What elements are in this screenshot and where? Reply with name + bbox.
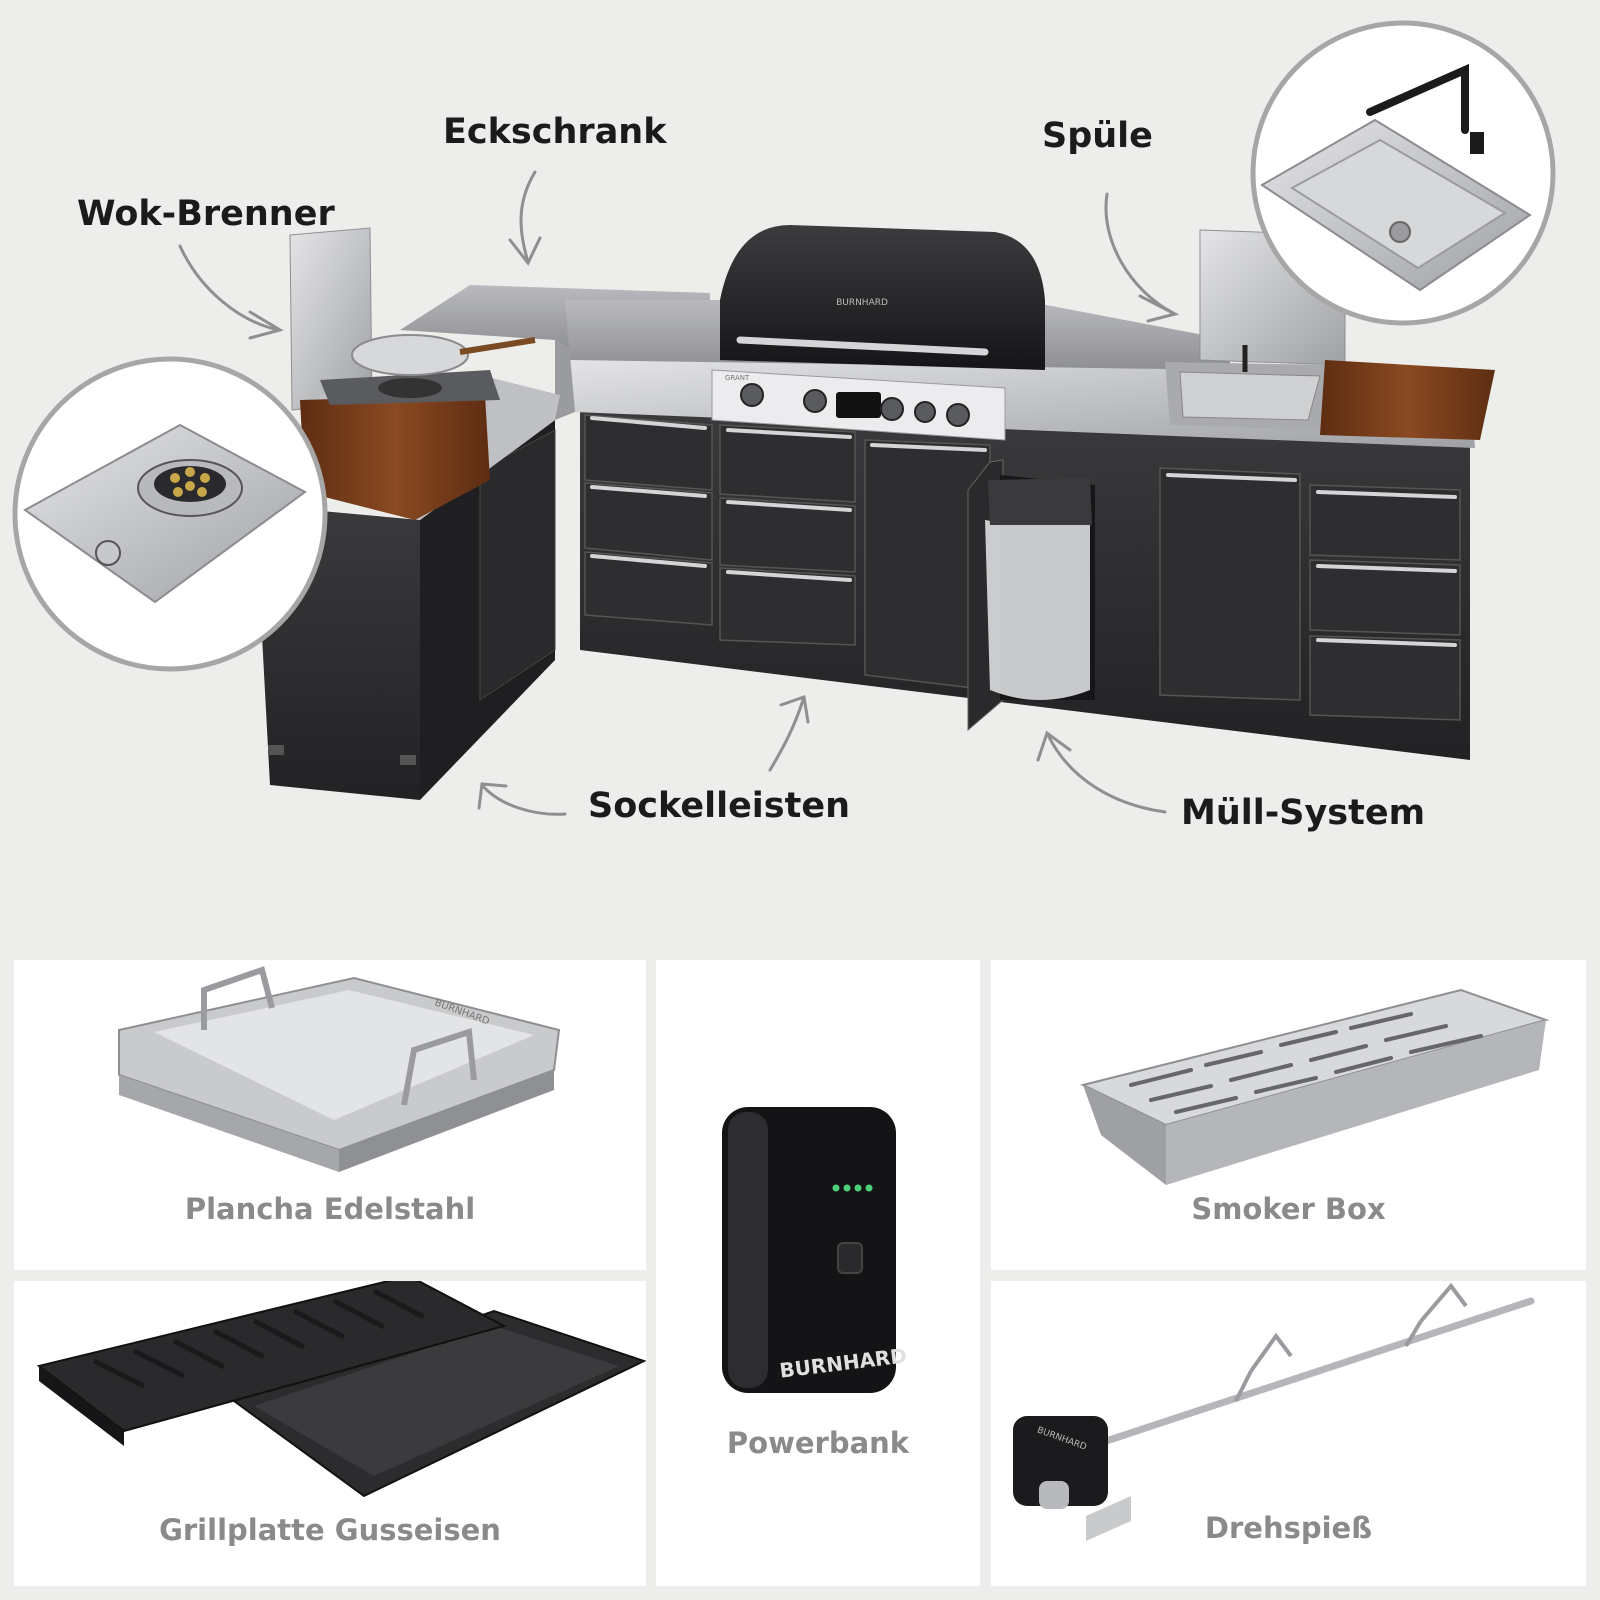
- callout-sockelleisten: Sockelleisten: [588, 786, 851, 826]
- grill-lid: [720, 225, 1045, 370]
- power-button-icon: [837, 1242, 863, 1274]
- main-cabinets: [580, 410, 1470, 760]
- sink-module: [1165, 229, 1495, 440]
- wok-burner-top: [289, 227, 560, 520]
- accessory-drehspiess: BURNHARD Drehspieß: [991, 1281, 1586, 1586]
- label-powerbank: Powerbank: [726, 1426, 910, 1460]
- arrow-spuele: [1104, 192, 1175, 315]
- label-smoker-box: Smoker Box: [1191, 1192, 1386, 1226]
- grill-logo: BURNHARD: [836, 298, 888, 308]
- wok-burner-detail-inset: [12, 356, 328, 672]
- arrow-muell: [1046, 733, 1167, 814]
- grill-handle: [736, 336, 989, 356]
- accessory-grillplatte: Grillplatte Gusseisen: [14, 1281, 646, 1586]
- arrow-wok: [178, 244, 281, 332]
- smoker-box-image: [1080, 988, 1550, 1185]
- accessory-powerbank: BURNHARD Powerbank: [656, 960, 980, 1586]
- outdoor-kitchen-illustration: BURNHARD GRANT: [12, 20, 1556, 816]
- callout-arrows: [178, 170, 1180, 816]
- accessory-plancha: BURNHARD Plancha Edelstahl: [14, 960, 646, 1270]
- callout-muell-system: Müll-System: [1181, 793, 1426, 833]
- callout-wok-brenner: Wok-Brenner: [77, 194, 335, 234]
- arrow-sockel-left: [480, 783, 567, 816]
- trash-bag: [985, 515, 1090, 700]
- plancha-image: BURNHARD: [118, 966, 561, 1172]
- label-plancha: Plancha Edelstahl: [184, 1192, 476, 1226]
- arrow-eckschrank: [519, 170, 537, 264]
- sink-detail-inset: [1250, 20, 1556, 326]
- led-indicator: [832, 1184, 873, 1192]
- powerbank-image: BURNHARD: [722, 1107, 908, 1393]
- arrow-sockel-up: [768, 698, 805, 772]
- drehspiess-image: BURNHARD: [1013, 1282, 1535, 1541]
- grillplatte-image: [36, 1281, 646, 1498]
- grill-model: GRANT: [725, 374, 750, 382]
- accessory-smoker-box: Smoker Box: [991, 960, 1586, 1270]
- callout-eckschrank: Eckschrank: [443, 112, 667, 152]
- label-grillplatte: Grillplatte Gusseisen: [159, 1513, 501, 1547]
- callout-spuele: Spüle: [1042, 116, 1153, 156]
- label-drehspiess: Drehspieß: [1204, 1511, 1373, 1545]
